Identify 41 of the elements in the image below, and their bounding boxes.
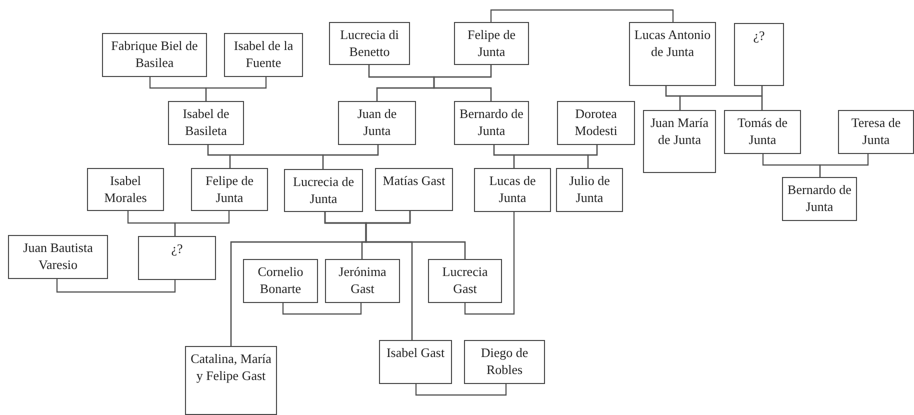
family-line: [415, 384, 507, 396]
family-line: [490, 9, 674, 22]
family-line: [464, 212, 515, 315]
name-box: Juan de Junta: [338, 101, 416, 145]
family-line: [819, 154, 869, 177]
name-box: Julio de Junta: [556, 168, 623, 212]
family-line: [761, 86, 763, 110]
name-box: Isabel de la Fuente: [224, 33, 303, 77]
name-box: Lucrecia Gast: [428, 259, 502, 303]
name-box: ¿?: [138, 236, 216, 280]
name-box: Lucrecia di Benetto: [329, 22, 410, 65]
name-box: Juan María de Junta: [643, 110, 716, 173]
name-box: Matías Gast: [375, 168, 453, 211]
name-box: Lucrecia de Junta: [284, 169, 363, 212]
name-box: Lucas Antonio de Junta: [629, 22, 716, 86]
name-box: ¿?: [734, 23, 784, 86]
name-box: Isabel de Basileta: [168, 101, 244, 145]
family-line: [56, 279, 176, 293]
name-box: Isabel Morales: [87, 168, 164, 211]
family-line: [433, 65, 492, 101]
family-line: [365, 211, 466, 259]
name-box: Felipe de Junta: [191, 168, 268, 211]
name-box: Catalina, María y Felipe Gast: [185, 346, 277, 415]
name-box: Teresa de Junta: [838, 110, 914, 154]
family-line: [205, 77, 267, 101]
family-line: [282, 303, 362, 315]
family-line: [322, 145, 379, 169]
name-box: Fabrique Biel de Basilea: [102, 33, 207, 77]
name-box: Dorotea Modesti: [557, 101, 635, 145]
name-box: Jerónima Gast: [325, 259, 400, 303]
name-box: Juan Bautista Varesio: [8, 235, 108, 279]
name-box: Tomás de Junta: [724, 110, 801, 154]
family-line: [587, 145, 598, 168]
name-box: Diego de Robles: [464, 340, 545, 384]
name-box: Bernardo de Junta: [454, 101, 529, 145]
name-box: Bernardo de Junta: [782, 177, 857, 221]
name-box: Cornelio Bonarte: [243, 259, 318, 303]
family-line: [174, 211, 230, 236]
name-box: Isabel Gast: [379, 340, 452, 384]
name-box: Felipe de Junta: [454, 22, 529, 65]
name-box: Lucas de Junta: [474, 168, 551, 212]
